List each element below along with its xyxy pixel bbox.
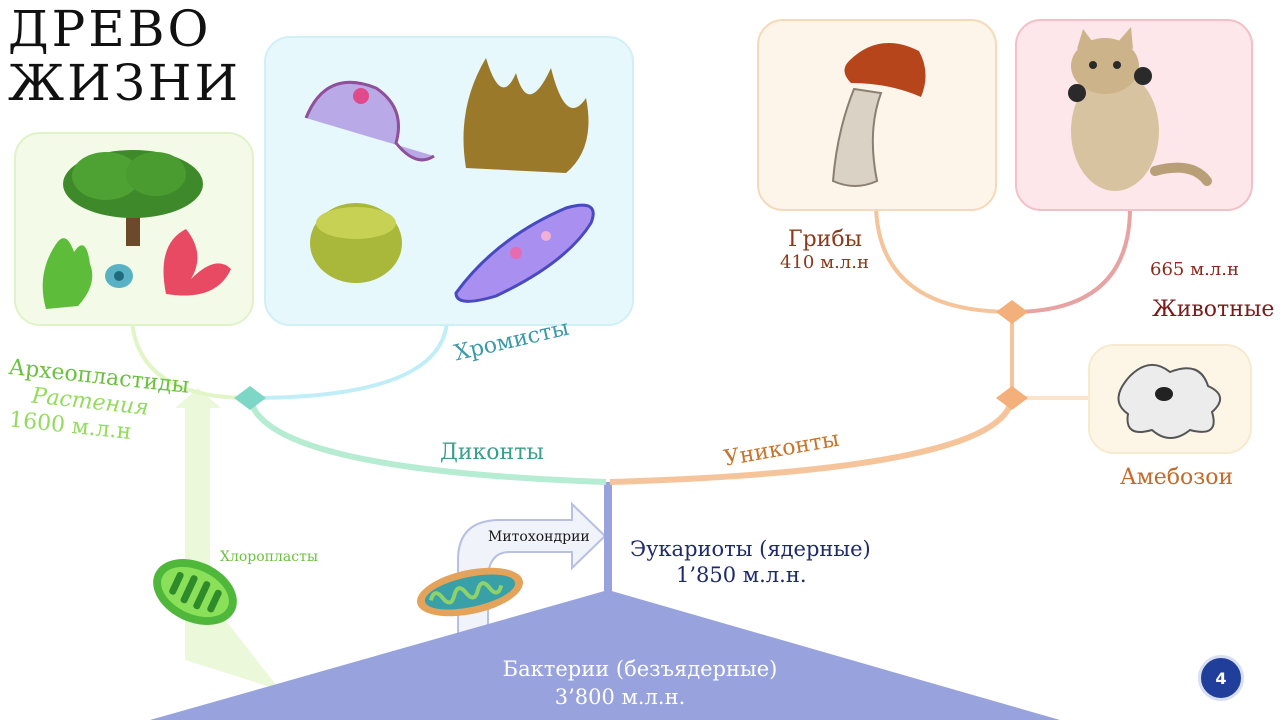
fungi-branch [874, 207, 1013, 314]
chloroplast-transfer-arrow [175, 388, 280, 690]
cat-icon [1068, 27, 1212, 191]
page-title: ДРЕВО ЖИЗНИ [8, 2, 241, 110]
mushroom-illustration [831, 43, 926, 187]
eukaryotes-name: Эукариоты (ядерные) [630, 537, 871, 561]
animals-age: 665 м.л.н [1150, 259, 1239, 280]
plants-illustration [42, 150, 231, 309]
uniconta-node [996, 386, 1028, 410]
chromista-panel [264, 36, 634, 326]
bacteria-name: Бактерии (безъядерные) [502, 657, 778, 681]
mushroom-icon [831, 43, 926, 187]
amoebozoa-panel [1088, 344, 1252, 454]
tree-icon [63, 150, 203, 246]
amoeba-illustration [1117, 364, 1221, 439]
eukaryotes-age: 1’850 м.л.н. [676, 563, 807, 587]
fungi-name: Грибы [788, 227, 863, 252]
fungi-age: 410 м.л.н [780, 252, 869, 273]
green-algae-icon [42, 238, 93, 309]
paramecium-icon [454, 203, 595, 303]
cell-icon [105, 264, 133, 288]
archaeplastida-branch [130, 321, 251, 400]
page-number-badge: 4 [1198, 655, 1244, 701]
opisthokont-node [996, 300, 1028, 324]
diconta-label: Диконты [440, 440, 544, 465]
amoebozoa-name: Амебозои [1120, 465, 1234, 490]
animals-panel [1015, 19, 1253, 211]
mitochondria-label: Митохондрии [488, 529, 590, 545]
bacteria-age: 3’800 м.л.н. [554, 685, 686, 709]
mitochondrion-icon [416, 567, 524, 617]
chloroplasts-label: Хлоропласты [220, 549, 318, 565]
diconta-branch [247, 397, 607, 485]
diatom-icon [310, 203, 402, 283]
bacteria-label: Бактерии (безъядерные) 3’800 м.л.н. [500, 657, 780, 709]
animals-name: Животные [1152, 297, 1275, 322]
red-algae-icon [163, 229, 231, 296]
diconta-node [234, 386, 266, 410]
flagellate-icon [304, 80, 435, 162]
animals-branch [1011, 207, 1132, 314]
bacteria-base [150, 590, 1060, 720]
amoeba-icon [1117, 364, 1221, 439]
title-line-2: ЖИЗНИ [8, 54, 242, 112]
brown-algae-icon [463, 58, 589, 173]
chromista-illustration [304, 58, 595, 303]
fungi-panel [757, 19, 997, 211]
uniconta-branch [609, 397, 1015, 485]
cat-illustration [1068, 27, 1212, 191]
fungi-label: Грибы 410 м.л.н [780, 227, 869, 273]
eukaryote-trunk [604, 482, 612, 594]
chloroplast-icon [153, 559, 237, 625]
archaeplastida-panel [14, 132, 254, 326]
eukaryotes-label: Эукариоты (ядерные) 1’850 м.л.н. [630, 537, 871, 587]
title-line-1: ДРЕВО [8, 0, 212, 58]
chromista-branch [249, 321, 449, 400]
